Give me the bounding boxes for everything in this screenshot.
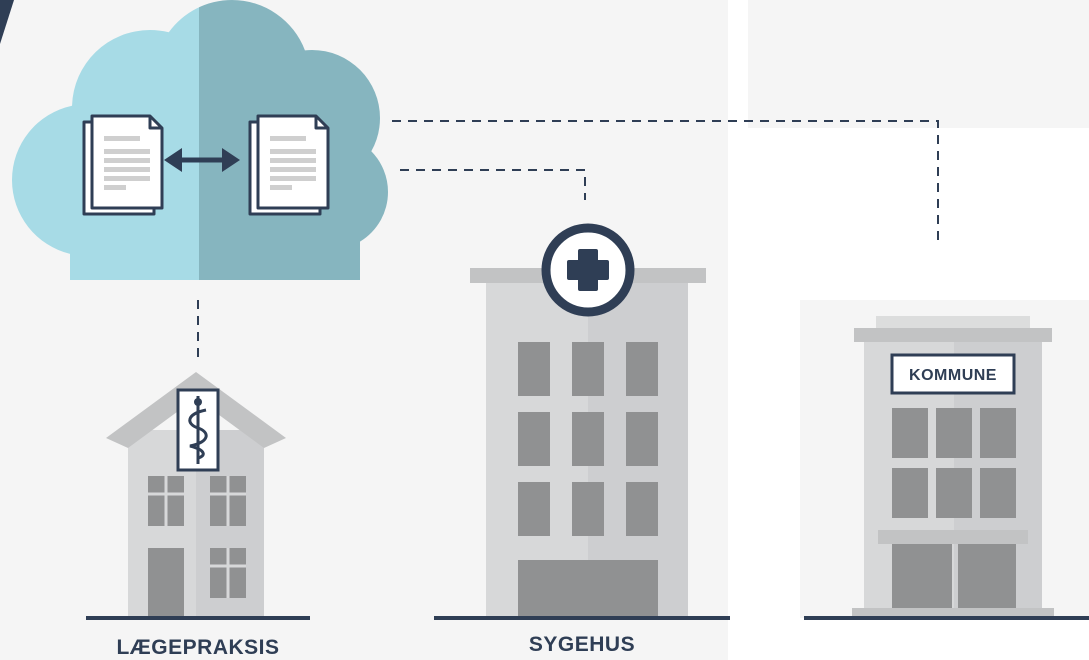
connector-cloud-to-sygehus (400, 169, 586, 200)
document-icon (248, 114, 330, 216)
sygehus-label: SYGEHUS (529, 633, 635, 656)
laegepraksis-building (106, 372, 286, 618)
ground-line (86, 616, 310, 620)
ground-line (434, 616, 730, 620)
kommune-sign-text: KOMMUNE (909, 367, 997, 384)
kommune-sign (890, 353, 1016, 395)
double-arrow-icon (164, 148, 240, 172)
caduceus-icon (188, 396, 208, 464)
sygehus-building (470, 223, 706, 618)
medical-cross-icon (541, 223, 635, 317)
corner-accent (0, 0, 14, 44)
ground-line (804, 616, 1089, 620)
background-panel-right (748, 0, 1089, 128)
document-icon (82, 114, 164, 216)
connector-cloud-to-kommune (392, 120, 939, 246)
laegepraksis-label: LÆGEPRAKSIS (116, 636, 279, 659)
kommune-building: KOMMUNE (852, 316, 1054, 616)
